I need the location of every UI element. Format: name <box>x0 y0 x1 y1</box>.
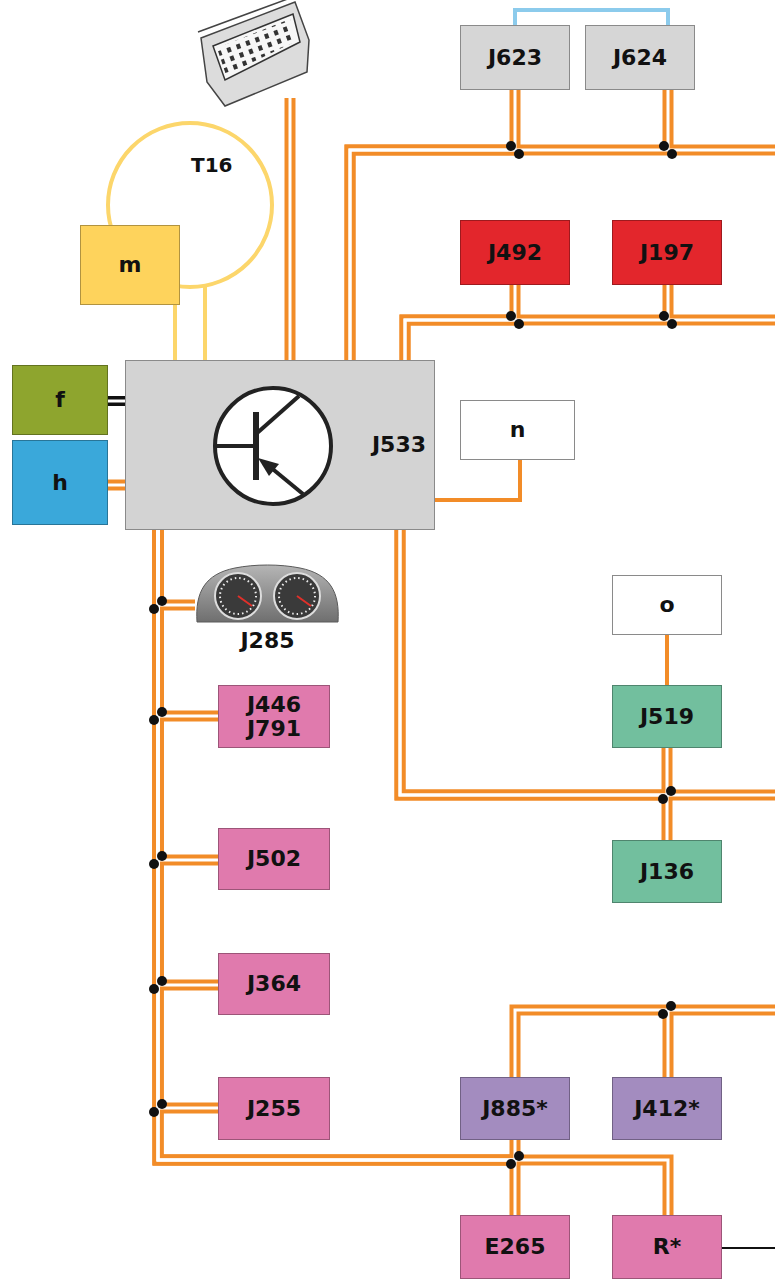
control-unit-box: J255 <box>218 1077 330 1140</box>
control-unit-box: E265 <box>460 1215 570 1279</box>
gateway-transistor-symbol-use <box>215 388 331 504</box>
control-unit-box: n <box>460 400 575 460</box>
unit-label: J364 <box>247 972 301 995</box>
control-unit-box: J885* <box>460 1077 570 1140</box>
control-unit-box: h <box>12 440 108 525</box>
bus-wire-core <box>108 484 125 487</box>
control-unit-box: J519 <box>612 685 722 748</box>
bus-wire-core <box>158 530 668 1215</box>
unit-label: J492 <box>488 241 542 264</box>
instrument-cluster-illustration <box>195 562 340 624</box>
bus-wire <box>665 635 669 685</box>
control-unit-box: J623 <box>460 25 570 90</box>
unit-label: J624 <box>613 46 667 69</box>
bus-wire-core <box>405 285 515 360</box>
bus-wire <box>515 10 668 25</box>
control-unit-box: J492 <box>460 220 570 285</box>
bus-wire <box>405 285 668 360</box>
junction-dots <box>149 141 677 1169</box>
component-figure: T16 <box>185 0 325 178</box>
bus-wire <box>158 530 218 716</box>
unit-label: J623 <box>488 46 542 69</box>
bus-wire <box>173 305 177 360</box>
control-unit-box: J364 <box>218 953 330 1015</box>
unit-label: J197 <box>640 241 694 264</box>
bus-wire-core <box>289 178 292 360</box>
bus-wire <box>108 396 125 406</box>
unit-label: J519 <box>640 705 694 728</box>
unit-label: J136 <box>640 860 694 883</box>
control-unit-box: o <box>612 575 722 635</box>
obd-connector-illustration <box>195 0 310 178</box>
unit-label: J285 <box>240 629 294 652</box>
control-unit-box: R* <box>612 1215 722 1279</box>
unit-label: J885* <box>482 1097 548 1120</box>
control-unit-box: f <box>12 365 108 435</box>
unit-label: R* <box>653 1235 681 1258</box>
optical-ring-stem <box>203 286 207 360</box>
signal-wire <box>722 1247 775 1249</box>
unit-label: f <box>55 388 65 411</box>
control-unit-box: J136 <box>612 840 722 903</box>
bus-wire-core <box>405 285 668 360</box>
control-unit-box: J197 <box>612 220 722 285</box>
unit-label: J412* <box>634 1097 700 1120</box>
bus-wire <box>400 530 667 795</box>
optical-ring <box>108 123 272 287</box>
control-unit-box: J502 <box>218 828 330 890</box>
component-figure: J285 <box>195 562 340 654</box>
bus-wire-core <box>400 530 667 795</box>
unit-label: J533 <box>372 433 426 456</box>
unit-label: m <box>119 253 142 276</box>
bus-wire-core <box>158 530 515 1160</box>
bus-wire <box>515 1010 668 1077</box>
unit-label: J502 <box>247 847 301 870</box>
bus-wire-core <box>158 530 218 716</box>
unit-label: J446 J791 <box>241 693 307 739</box>
unit-label: T16 <box>191 155 232 176</box>
gateway-transistor-symbol <box>211 384 335 508</box>
bus-wire-core <box>108 400 125 403</box>
bus-wire-core <box>158 530 195 605</box>
bus-wire <box>108 480 125 491</box>
instrument-cluster-illustration-use <box>197 565 338 622</box>
control-unit-box: J624 <box>585 25 695 90</box>
control-unit-box: m <box>80 225 180 305</box>
unit-label: J255 <box>247 1097 301 1120</box>
bus-wire <box>158 530 515 1160</box>
bus-wire <box>158 530 195 605</box>
obd-connector-illustration-use <box>198 0 309 178</box>
unit-label: o <box>659 593 674 616</box>
bus-wire <box>158 530 668 1215</box>
bus-wire <box>285 178 296 360</box>
unit-label: E265 <box>485 1235 546 1258</box>
control-unit-box: J446 J791 <box>218 685 330 748</box>
unit-label: h <box>52 471 68 494</box>
unit-label: n <box>510 418 526 441</box>
bus-wire-core <box>515 1010 668 1077</box>
bus-wire <box>435 460 520 500</box>
control-unit-box: J412* <box>612 1077 722 1140</box>
gateway-box: J533 <box>125 360 435 530</box>
